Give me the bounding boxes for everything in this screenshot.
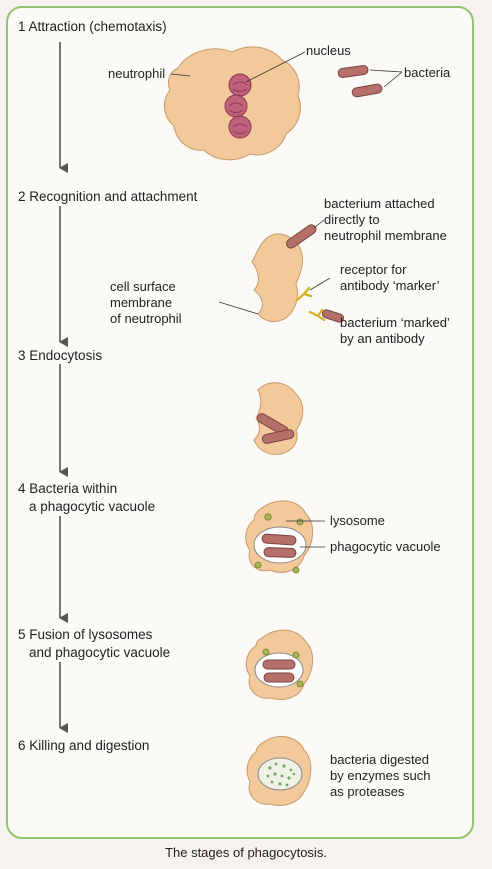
phagocytic-vacuole [253, 526, 307, 564]
label-lysosome: lysosome [330, 513, 385, 528]
bacterium [337, 65, 369, 78]
digested-bacteria-fragments [266, 762, 296, 787]
stage-1-title: 1 Attraction (chemotaxis) [18, 19, 167, 34]
bacteria-leader [383, 71, 403, 88]
receptor-leader [309, 277, 331, 291]
label-nucleus: nucleus [306, 43, 351, 58]
label-bacteria-digested: bacteria digested by enzymes such as pro… [330, 752, 431, 799]
bacterium [261, 429, 295, 444]
attached-leader [313, 219, 325, 229]
lysosome [264, 513, 272, 521]
neutrophil-cell [164, 46, 301, 161]
bacterium-attached [286, 224, 317, 249]
marked-bacterium [308, 308, 345, 323]
nucleus-lobes [224, 73, 252, 139]
label-neutrophil: neutrophil [108, 66, 166, 81]
label-receptor: receptor for antibody ‘marker’ [340, 262, 440, 293]
digestion-vacuole [257, 757, 303, 791]
figure-caption: The stages of phagocytosis. [165, 845, 327, 860]
label-bacterium-attached: bacterium attached directly to neutrophi… [324, 196, 447, 243]
label-cell-surface-membrane: cell surface membrane of neutrophil [110, 279, 182, 326]
bacterium [261, 533, 297, 546]
bacteria-leader [369, 69, 403, 73]
membrane-leader [218, 301, 259, 315]
lysosome [292, 566, 300, 574]
stage-6-title: 6 Killing and digestion [18, 738, 150, 753]
lysosome [296, 518, 304, 526]
neutrophil-leader [170, 73, 191, 77]
label-bacteria: bacteria [404, 65, 451, 80]
lysosome [262, 648, 270, 656]
bacterium [262, 659, 296, 670]
lysosome [296, 680, 304, 688]
bacterium [263, 547, 297, 558]
bacterium [351, 83, 383, 98]
lysosome [292, 651, 300, 659]
lysosome [254, 561, 262, 569]
stage-2-title: 2 Recognition and attachment [18, 189, 198, 204]
nucleus-leader [245, 51, 306, 83]
neutrophil-fragment [251, 233, 303, 322]
antibody-receptor [295, 286, 313, 302]
stage-3-title: 3 Endocytosis [18, 348, 103, 363]
label-marked-bacterium: bacterium ‘marked’ by an antibody [340, 315, 450, 346]
label-phagocytic-vacuole: phagocytic vacuole [330, 539, 441, 554]
bacterium [263, 672, 295, 683]
